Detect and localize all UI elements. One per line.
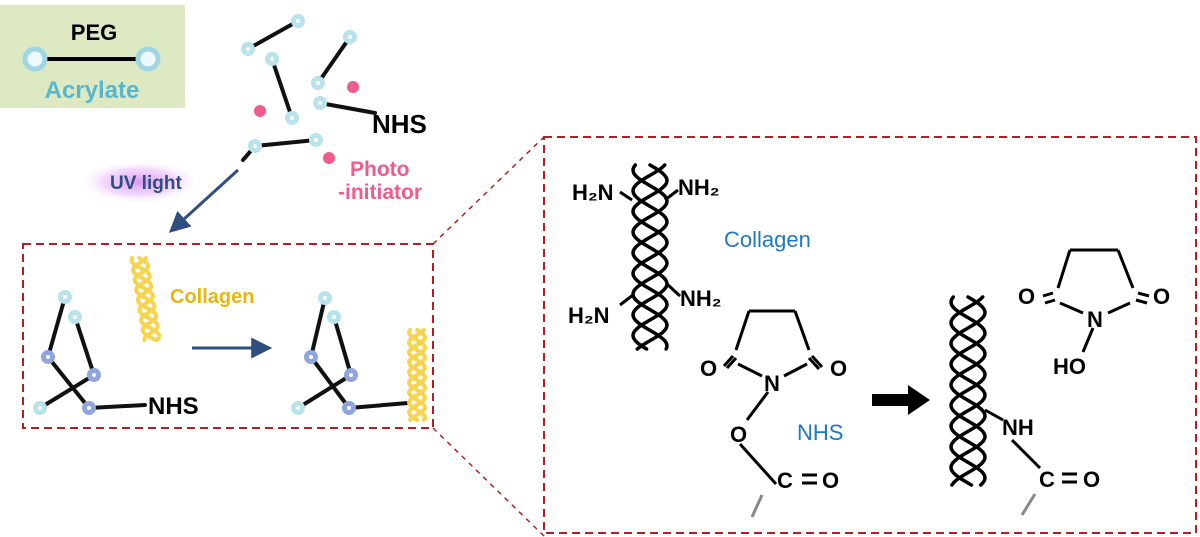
zoom-connector-top [432,136,545,245]
acrylate-beads-top [241,14,357,153]
chain-stub [750,494,764,518]
amine-label: H₂N [568,303,610,328]
nhs-label-left: NHS [148,393,199,420]
acrylate-bead-highlight [246,47,250,51]
acrylate-bead-highlight [87,406,91,410]
photoinitiator-dot [323,152,335,164]
legend: PEG Acrylate [0,5,185,108]
collagen-triple-helix-product [949,295,987,487]
photoinitiator-dot [347,81,359,93]
acrylate-bead-highlight [349,373,353,377]
acrylate-bead-highlight [332,315,336,319]
collagen-label-left: Collagen [170,286,254,308]
acrylate-bead-highlight [270,57,274,61]
acrylate-bead-left [22,46,48,72]
acrylate-bead-highlight [314,138,318,142]
acrylate-label: Acrylate [45,77,140,104]
atom-label: HO [1053,354,1086,379]
reaction-arrow-detail [872,385,930,415]
helix-strand [949,295,987,487]
acrylate-bead-highlight [318,101,322,105]
atom-label: O [830,356,847,381]
collagen-fiber-bound [406,328,428,422]
collagen-fiber [129,256,162,342]
acrylate-bead-highlight [92,373,96,377]
acrylate-bead-highlight [323,296,327,300]
acrylate-bead-highlight [63,295,67,299]
acrylate-bead-highlight [290,116,294,120]
amine-label: NH₂ [678,175,720,200]
atom-label: N [1087,307,1103,332]
acrylate-bead-highlight [296,406,300,410]
uv-light-label: UV light [110,173,182,194]
helix-strand [129,256,162,342]
peg-label: PEG [71,20,117,45]
zoom-connector-bottom [432,427,545,537]
atom-label: C [777,468,793,493]
amine-label: NH₂ [680,286,722,311]
helix-strand [949,295,987,487]
chain-stub [1020,493,1037,516]
acrylate-bead-highlight [46,355,50,359]
atom-label: O [1083,467,1100,492]
peg-monomers [241,19,377,162]
uv-arrow [168,168,240,233]
nhs-label-top: NHS [372,109,427,139]
photoinitiator-label-line2: -initiator [338,181,422,204]
atom-label: O [700,356,717,381]
nhs-ester-structure [722,309,824,486]
acrylate-bead-highlight [316,81,320,85]
helix-strand [631,163,669,351]
atom-label: O [822,468,839,493]
acrylate-bead-highlight [73,315,77,319]
acrylate-bead-highlight [347,406,351,410]
helix-strand [631,163,669,351]
acrylate-beads-network [33,290,358,415]
network-dashed-box [22,243,434,429]
amine-bonds [619,188,682,307]
nhs-label-detail: NHS [797,420,843,445]
collagen-triple-helix [631,163,669,351]
atom-label: NH [1002,415,1034,440]
acrylate-bead-highlight [38,406,42,410]
acrylate-bead-highlight [296,19,300,23]
acrylate-bead-highlight [309,355,313,359]
amide-double-bond [1062,472,1077,484]
detail-dashed-box [543,136,1197,534]
uv-glow [78,160,202,204]
atom-label: O [1153,284,1170,309]
acrylate-bead-highlight [253,144,257,148]
peg-network-before [38,295,147,410]
collagen-label-detail: Collagen [724,227,811,252]
atom-label: N [764,371,780,396]
peg-network-after [296,296,410,410]
photoinitiator-label-line1: Photo [350,158,409,181]
photoinitiator-dot [254,105,266,117]
atom-label: O [730,422,747,447]
acrylate-bead-highlight [348,35,352,39]
helix-strand [949,295,987,487]
released-nhs-structure [1042,248,1150,353]
helix-strand [406,328,428,422]
helix-strand [406,328,428,422]
carbonyl-double-bond [802,473,817,485]
helix-strand [631,163,669,351]
atom-label: O [1018,284,1035,309]
amine-label: H₂N [572,180,614,205]
acrylate-bead-right [135,46,161,72]
atom-label: C [1039,467,1055,492]
helix-strand [406,328,428,422]
amide-structure [984,408,1042,470]
